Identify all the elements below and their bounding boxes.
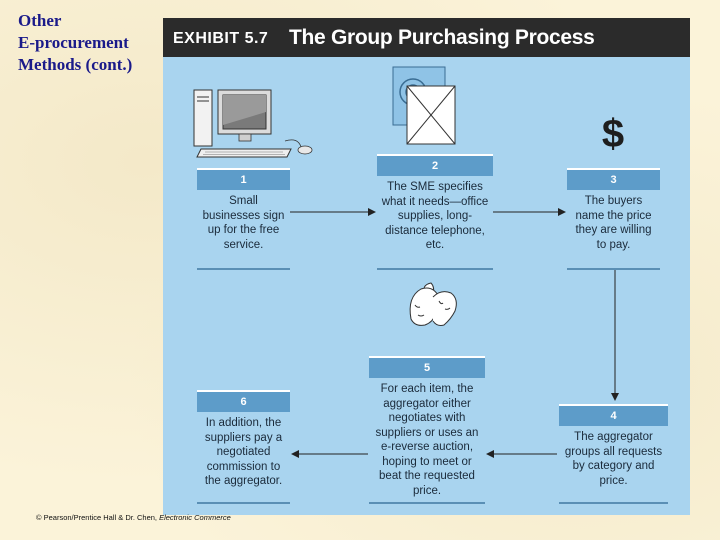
footer-credit: © Pearson/Prentice Hall & Dr. Chen, Elec… — [36, 513, 231, 522]
step-2-box: 2 The SME specifies what it needs—office… — [377, 154, 493, 270]
step-1-box: 1 Small businesses sign up for the free … — [197, 168, 290, 270]
footer-credit-text: © Pearson/Prentice Hall & Dr. Chen, — [36, 513, 160, 522]
step-number: 5 — [369, 358, 485, 378]
step-text: The buyers name the price they are willi… — [575, 195, 652, 251]
step-6-box: 6 In addition, the suppliers pay a negot… — [197, 390, 290, 504]
exhibit-header: EXHIBIT 5.7 The Group Purchasing Process — [163, 18, 690, 57]
people-icon — [409, 282, 457, 326]
step-number: 1 — [197, 170, 290, 190]
slide-title-line-1: Other — [18, 11, 62, 30]
slide-title-line-3: Methods (cont.) — [18, 55, 133, 74]
step-number: 6 — [197, 392, 290, 412]
exhibit-number: EXHIBIT 5.7 — [173, 30, 269, 47]
slide-title-line-2: E-procurement — [18, 33, 129, 52]
step-text: The aggregator groups all requests by ca… — [564, 431, 663, 487]
flow-arrows — [290, 208, 619, 458]
step-text: In addition, the suppliers pay a negotia… — [204, 417, 283, 487]
step-text: The SME specifies what it needs—office s… — [381, 181, 489, 251]
dollar-icon: $ — [602, 112, 624, 156]
step-3-box: 3 The buyers name the price they are wil… — [567, 168, 660, 270]
footer-credit-italic: Electronic Commerce — [159, 513, 231, 522]
envelope-icon — [392, 66, 456, 145]
exhibit-title: The Group Purchasing Process — [289, 26, 595, 49]
step-5-box: 5 For each item, the aggregator either n… — [369, 356, 485, 504]
step-text: Small businesses sign up for the free se… — [202, 195, 285, 251]
step-text: For each item, the aggregator either neg… — [375, 383, 479, 497]
computer-icon — [193, 89, 313, 158]
step-number: 2 — [377, 156, 493, 176]
slide-title: Other E-procurement Methods (cont.) — [18, 10, 168, 76]
step-number: 3 — [567, 170, 660, 190]
step-number: 4 — [559, 406, 668, 426]
diagram-graphics: $ — [193, 66, 624, 458]
step-4-box: 4 The aggregator groups all requests by … — [559, 404, 668, 504]
